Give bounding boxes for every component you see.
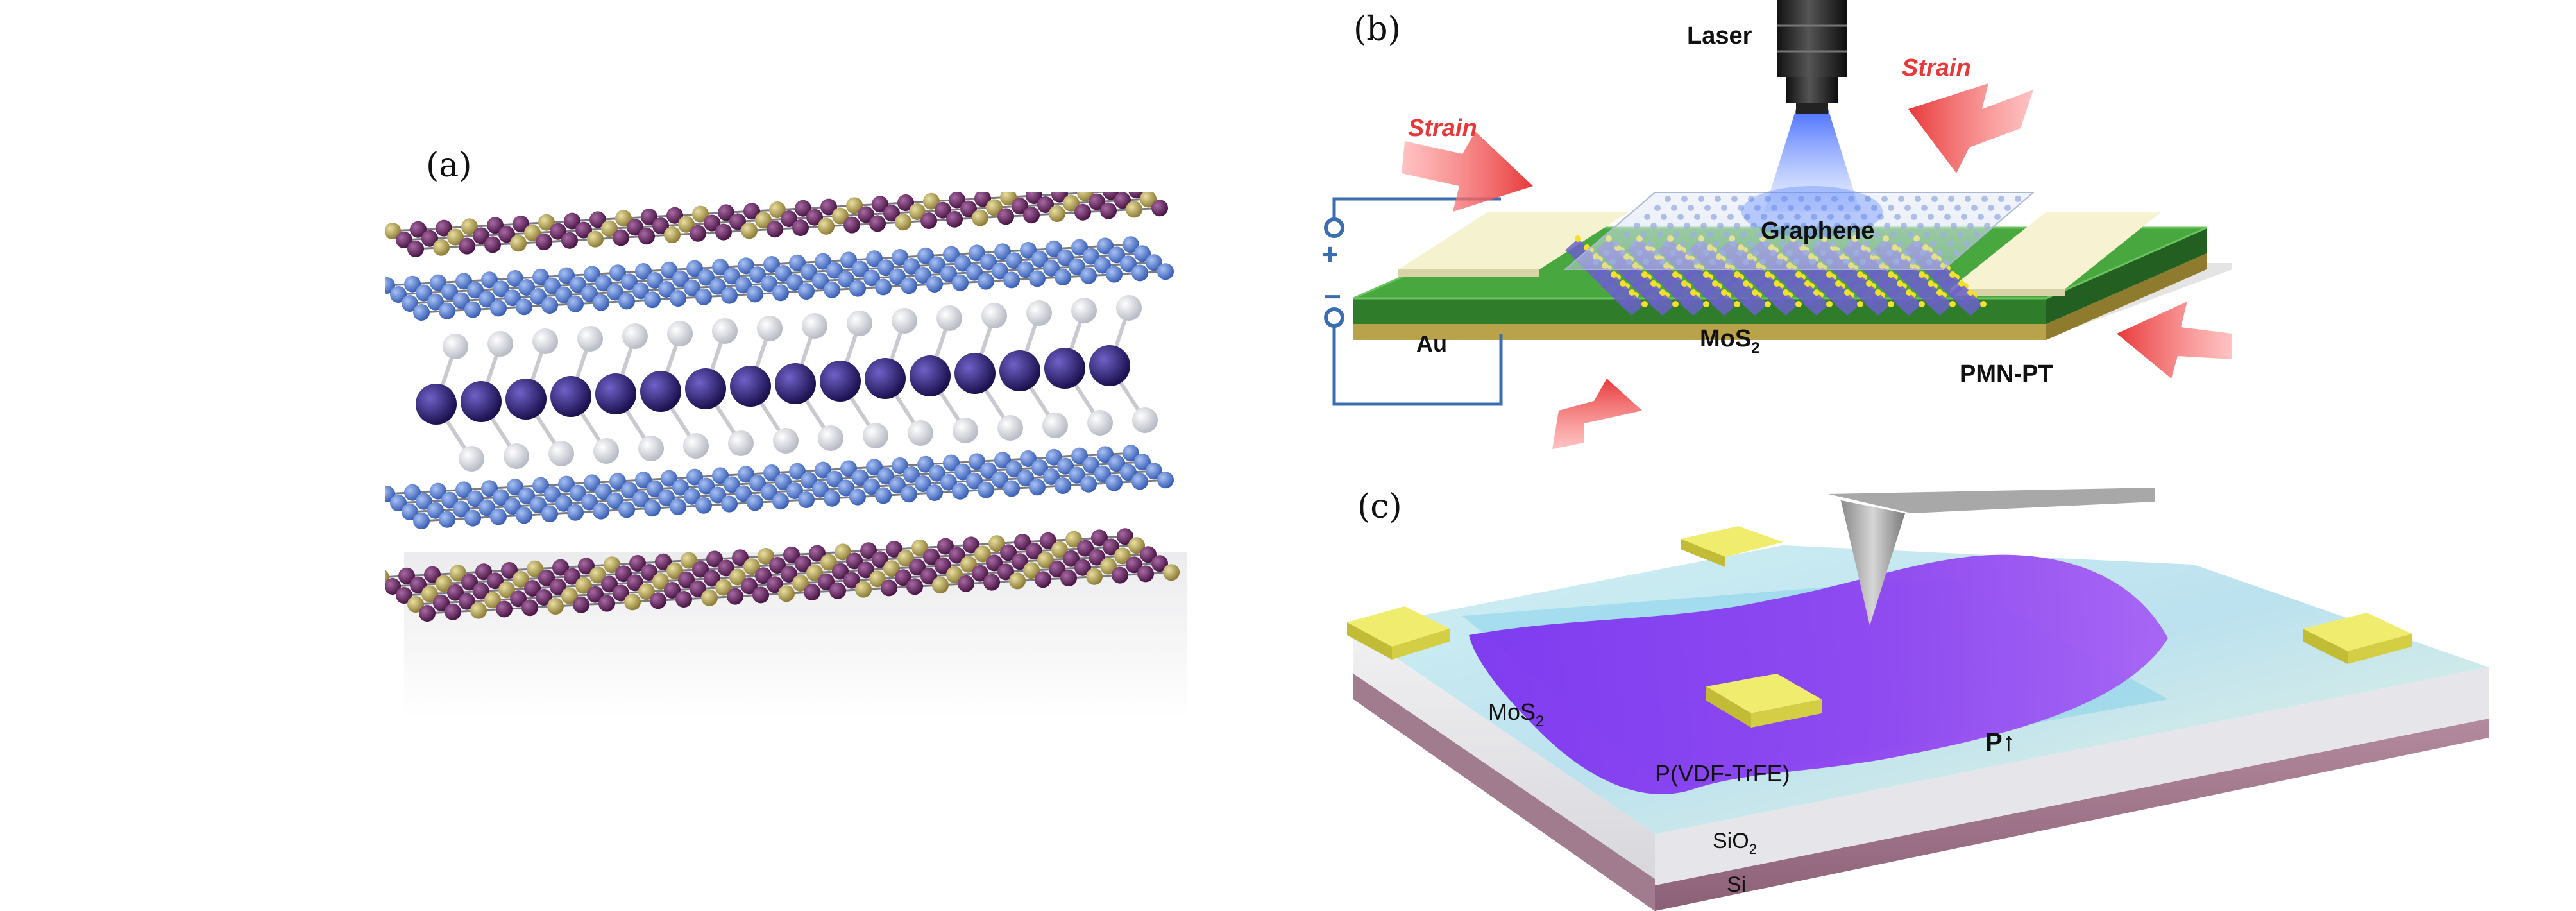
electrode-right — [2303, 613, 2412, 664]
mos2-film — [1469, 554, 2168, 794]
strain-label-left: Strain — [1408, 115, 1477, 142]
pvdf-label: P(VDF-TrFE) — [1655, 760, 1790, 787]
atom-layer — [385, 445, 1174, 529]
minus-sign: − — [1324, 280, 1341, 313]
panel-c-label: (c) — [1357, 488, 1402, 526]
atom-layer — [385, 236, 1174, 321]
laser-beam — [1764, 109, 1860, 212]
afm-tip — [1828, 488, 2155, 626]
graphene-sheet — [1565, 192, 2033, 269]
panel-a-structure — [385, 192, 1187, 719]
atom-layer — [385, 528, 1180, 622]
atom-layer — [385, 192, 1168, 257]
strain-arrow-left — [1402, 132, 1533, 212]
sio2-label: SiO2 — [1713, 829, 1757, 857]
electrode-pad-right — [1950, 212, 2162, 289]
plus-sign: + — [1321, 237, 1339, 271]
strain-arrow-top-right — [1908, 83, 2033, 173]
mos2-label-c: MoS2 — [1488, 699, 1544, 730]
atom-layer — [416, 295, 1158, 472]
strain-arrow-bottom — [1552, 379, 1642, 449]
graphene-lattice — [1593, 196, 2021, 265]
panel-b-device: Laser Strain Strain Graphene MoS2 Au PMN… — [1321, 0, 2232, 449]
panel-c-device: MoS2 P↑ P(VDF-TrFE) SiO2 Si — [1347, 488, 2489, 911]
laser-objective — [1777, 0, 1847, 114]
voltage-circuit — [1332, 197, 1503, 406]
panel-b-label: (b) — [1353, 10, 1401, 49]
electrode-top — [1681, 526, 1783, 567]
terminal-plus — [1324, 217, 1344, 238]
strain-label-right: Strain — [1902, 55, 1971, 81]
terminal-minus — [1324, 307, 1344, 328]
electrode-bottom — [1706, 674, 1822, 728]
au-layer — [1353, 324, 2046, 340]
si-label: Si — [1727, 873, 1746, 897]
electrode-pad-left — [1398, 212, 1629, 269]
strain-arrow-right — [2117, 302, 2232, 379]
atom-layers — [385, 192, 1180, 622]
graphene-label: Graphene — [1761, 217, 1874, 244]
electrode-left — [1347, 606, 1450, 660]
laser-label: Laser — [1687, 22, 1752, 49]
panel-a-label: (a) — [426, 146, 472, 185]
sio2-layer — [1353, 629, 1655, 879]
pmn-pt-label: PMN-PT — [1960, 361, 2053, 387]
polarization-label: P↑ — [1985, 728, 2015, 756]
mos2-label: MoS2 — [1700, 325, 1760, 357]
au-label: Au — [1416, 330, 1447, 357]
